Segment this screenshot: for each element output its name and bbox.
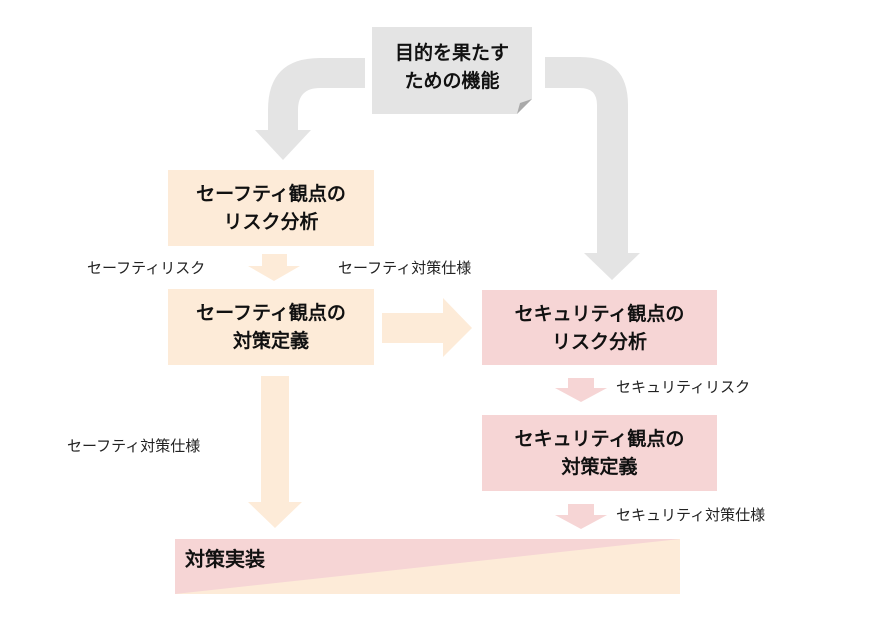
gray-arrow-right [545, 57, 640, 280]
source-box: 目的を果たす ための機能 [372, 27, 532, 107]
security-risk-analysis-box: セキュリティ観点の リスク分析 [482, 290, 717, 365]
safety-countermeasure-text: セーフティ観点の 対策定義 [196, 302, 346, 352]
safety-risk-analysis-box: セーフティ観点の リスク分析 [168, 170, 374, 246]
implementation-box: 対策実装 [185, 543, 265, 575]
gray-arrow-left [255, 58, 365, 160]
arrow-safety-risk [248, 254, 300, 281]
arrow-safety-to-implementation [248, 376, 302, 528]
source-note-fold [517, 99, 532, 114]
label-safety-risk: セーフティリスク [87, 259, 206, 277]
implementation-text: 対策実装 [185, 547, 265, 571]
safety-countermeasure-box: セーフティ観点の 対策定義 [168, 289, 374, 365]
label-safety-spec-left: セーフティ対策仕様 [67, 437, 201, 455]
safety-risk-analysis-text: セーフティ観点の リスク分析 [196, 183, 346, 233]
implementation-box-diagonal [175, 539, 680, 594]
security-countermeasure-box: セキュリティ観点の 対策定義 [482, 415, 717, 491]
security-countermeasure-text: セキュリティ観点の 対策定義 [514, 428, 685, 478]
security-risk-analysis-text: セキュリティ観点の リスク分析 [514, 302, 685, 353]
source-line1: 目的を果たす [394, 42, 509, 64]
label-security-spec: セキュリティ対策仕様 [616, 506, 766, 524]
source-line2: ための機能 [404, 70, 500, 92]
source-note-shape [372, 27, 532, 114]
label-security-risk: セキュリティリスク [616, 378, 751, 396]
arrow-safety-to-security [382, 298, 472, 357]
arrow-security-to-implementation [555, 504, 607, 529]
arrow-security-risk [555, 378, 607, 402]
label-safety-spec-top: セーフティ対策仕様 [338, 259, 472, 277]
